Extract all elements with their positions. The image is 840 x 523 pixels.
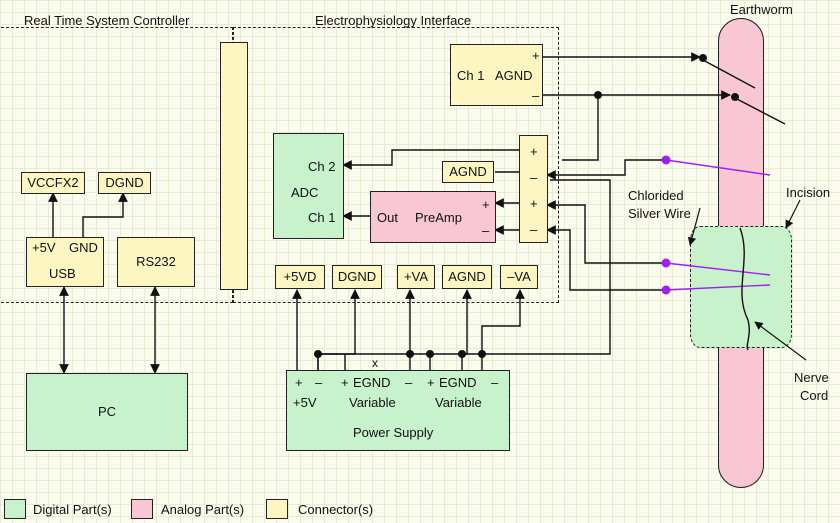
switch-lower [734, 97, 786, 125]
usb-label: USB [49, 266, 76, 281]
rs232-block: RS232 [117, 237, 195, 287]
conn-pin-4: – [530, 222, 538, 237]
ps-term-3: + [341, 375, 349, 390]
legend-swatch-digital [4, 499, 26, 519]
legend-swatch-connector [266, 499, 288, 519]
usb-block: +5V GND USB [26, 237, 104, 287]
preamp-block: Out PreAmp + – [370, 191, 496, 243]
pointer-nerve [754, 321, 807, 361]
conn-pin-1: + [530, 144, 538, 159]
wire-rail-dgnd [317, 289, 360, 370]
legend-swatch-analog [131, 499, 153, 519]
backplane-connector [220, 42, 248, 290]
ps-term-1: + [295, 375, 303, 390]
switch-upper [702, 59, 756, 89]
ch1-connector: Ch 1 AGND + – [450, 44, 543, 106]
vccfx2-pin: VCCFX2 [21, 172, 85, 194]
pointer-chlorided [687, 207, 701, 246]
wire-electrode2-conn [546, 200, 666, 264]
junction-dot [406, 350, 414, 358]
ps-title: Power Supply [353, 425, 434, 440]
electrode-contact-upper [699, 54, 707, 62]
ps-label-variable-1: Variable [349, 395, 396, 410]
nerve-label: Nerve [794, 370, 829, 385]
rtsc-title: Real Time System Controller [24, 13, 190, 28]
preamp-minus-label: – [482, 223, 490, 238]
wire-ch1-agnd-tap [562, 95, 599, 161]
adc-ch2-label: Ch 2 [308, 159, 336, 174]
adc-ch1-label: Ch 1 [308, 210, 336, 225]
electrode-tip-1 [661, 155, 671, 165]
silver-wire-3 [665, 284, 771, 291]
wire-electrode3-conn [546, 225, 666, 291]
x-mark: x [372, 356, 378, 370]
ps-label-variable-2: Variable [435, 395, 482, 410]
junction-dot [478, 350, 486, 358]
ps-term-5: – [405, 375, 413, 390]
conn-pin-3: + [530, 196, 538, 211]
wire-usb-dgnd [82, 192, 128, 237]
junction-dot [594, 91, 602, 99]
ch1-plus-label: + [532, 48, 540, 63]
preamp-out-label: Out [377, 210, 398, 225]
rail-va: +VA [397, 265, 435, 289]
ps-term-6: + [427, 375, 435, 390]
dgnd-pin: DGND [98, 172, 151, 194]
silver-wire-2 [665, 262, 771, 276]
power-supply-block: + – + EGND – + EGND – +5V Variable Varia… [286, 370, 510, 451]
preamp-plus-label: + [482, 197, 490, 212]
electrode-contact-lower [731, 93, 739, 101]
wire-conn-adc-ch2 [342, 149, 520, 170]
pc-block: PC [26, 373, 188, 451]
ps-term-4: EGND [353, 375, 391, 390]
nerve-cord [739, 227, 750, 351]
rail-agnd: AGND [442, 265, 492, 289]
silver-wire-label: Silver Wire [628, 206, 691, 221]
ephys-title: Electrophysiology Interface [315, 13, 472, 28]
silver-wire-1 [665, 159, 771, 176]
legend-analog: Analog Part(s) [161, 502, 245, 517]
earthworm-title: Earthworm [730, 2, 793, 17]
ps-term-8: – [491, 375, 499, 390]
junction-dot [426, 350, 434, 358]
electrode-tip-3 [661, 285, 671, 295]
ch1-label: Ch 1 [457, 68, 485, 83]
pointer-incision [785, 199, 801, 229]
ch1-minus-label: – [532, 88, 540, 103]
chlorided-label: Chlorided [628, 188, 684, 203]
conn-pin-2: – [530, 170, 538, 185]
rail-5vd: +5VD [275, 265, 325, 289]
wire-rail-nva [481, 289, 525, 354]
cord-label: Cord [800, 388, 829, 403]
rail-neg-va: –VA [500, 265, 538, 289]
junction-dot [314, 350, 322, 358]
electrode-tip-2 [661, 258, 671, 268]
usb-5v-label: +5V [32, 240, 56, 255]
electrode-connector: + – + – [519, 135, 548, 243]
ps-label-5v: +5V [293, 395, 317, 410]
ps-term-2: – [315, 375, 323, 390]
legend-connector: Connector(s) [298, 502, 374, 517]
junction-dot [458, 350, 466, 358]
usb-gnd-label: GND [69, 240, 98, 255]
wire-electrode1-conn [546, 159, 666, 180]
adc-label: ADC [291, 185, 319, 200]
preamp-label: PreAmp [415, 210, 462, 225]
legend-digital: Digital Part(s) [33, 502, 112, 517]
agnd-pin: AGND [442, 161, 494, 183]
ps-term-7: EGND [439, 375, 477, 390]
ch1-agnd-label: AGND [495, 68, 533, 83]
rail-dgnd: DGND [332, 265, 382, 289]
adc-block: Ch 2 ADC Ch 1 [273, 133, 344, 239]
incision-label: Incision [786, 185, 831, 200]
